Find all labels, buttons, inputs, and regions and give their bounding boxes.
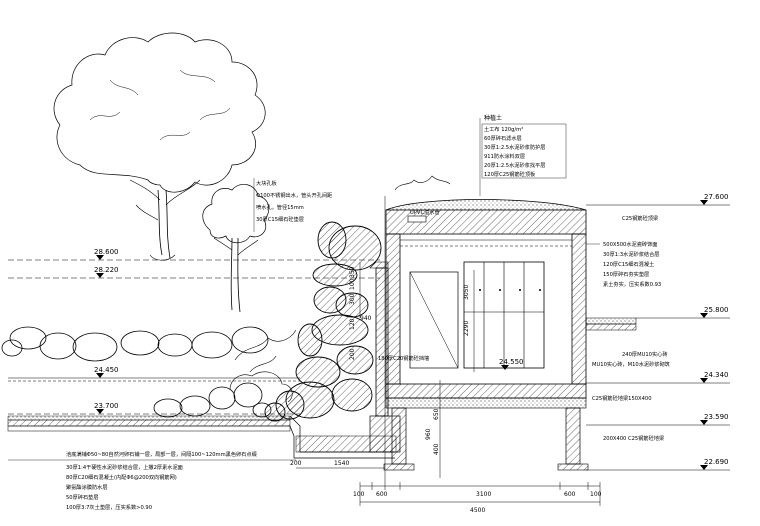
elev-24340: 24.340 [704,371,729,379]
elevation-markers [96,200,708,470]
dim-w600b: 600 [564,491,576,498]
cascade-rocks [264,221,382,422]
footing-note: 200X400 C25钢筋砼地梁 [603,434,664,442]
cascade-notes: 大块孔板 Φ100不锈钢出水，管头开孔间距 喷水孔，管径15mm 30厚C15细… [256,179,332,223]
dim-200b: 200 [290,460,302,467]
pond-note-line: 100厚3:7灰土垫层，压实系数>0.90 [66,503,152,511]
roof-note-line: 120厚C25钢筋砼顶板 [484,170,536,178]
wall-note-line: 150厚碎石夯实垫层 [603,270,649,278]
shrubs [234,175,451,373]
dimension-texts: 350 100 300 120 200 3050 2290 940 650 96… [290,266,602,514]
brick-note: MU10实心砖，M10水泥砂浆砌筑 [592,360,671,368]
cascade-note-line: Φ100不锈钢出水，管头开孔间距 [256,191,332,199]
dim-1540: 1540 [334,460,349,467]
tree-large [53,32,266,261]
dim-200: 200 [349,348,356,360]
beam-note: C25钢筋砼顶梁 [622,214,658,222]
dim-300: 300 [349,293,356,305]
pond-notes: 池底满铺Φ50~80自然河卵石铺一层，局部一层，间隔100~120mm黑色卵石点… [66,450,258,511]
tree-small [202,183,270,313]
dim-w100a: 100 [353,491,365,498]
elev-25800: 25.800 [704,306,729,314]
dim-w100b: 100 [590,491,602,498]
wall-note-line: 30厚1:3水泥砂浆结合层 [603,250,659,258]
dim-960: 960 [425,428,432,440]
wall-note-line: 500X500水泥瓷砖饰面 [603,240,657,248]
roof-notes-title: 种植土 [484,114,502,122]
cascade-note-line: 喷水孔，管径15mm [256,203,304,211]
cascade-note-line: 大块孔板 [256,179,278,187]
right-notes: C25钢筋砼顶梁 500X500水泥瓷砖饰面 30厚1:3水泥砂浆结合层 120… [592,214,671,442]
elev-22690: 22.690 [704,458,729,466]
slab-label: 180厚C20钢筋砼挡墙 [378,354,429,362]
elev-24450: 24.450 [94,366,119,374]
roof-notes: 种植土 土工布 120g/m² 60厚碎石滤水层 30厚1:2.5水泥砂浆防护层… [481,114,567,179]
dim-2290: 2290 [463,321,470,336]
dim-lines [8,118,730,506]
dim-3050: 3050 [463,285,470,300]
roof-note-line: 911防水涂料双层 [484,152,525,160]
dim-400: 400 [433,443,440,455]
wall-note-line: 素土夯实，压实系数0.93 [603,280,661,288]
dim-total: 4500 [470,507,485,514]
pvc-label: UPVC溢水管 [410,208,440,216]
roof-note-line: 20厚1:2.5水泥砂浆找平层 [484,161,545,169]
dim-350: 350 [349,266,356,278]
pond-note-line: 80厚C20细石混凝土(内配Φ6@200双向钢筋网) [66,473,177,481]
pond-note-line: 池底满铺Φ50~80自然河卵石铺一层，局部一层，间隔100~120mm黑色卵石点… [66,450,258,458]
elev-23590: 23.590 [704,413,729,421]
tie-beam-note: 240厚MU10实心砖 [622,350,668,358]
cascade-note-line: 30厚C15细石砼垫层 [256,215,304,223]
roof-note-line: 30厚1:2.5水泥砂浆防护层 [484,143,545,151]
elev-24550: 24.550 [499,358,524,366]
elev-28600: 28.600 [94,248,119,256]
pond-rocks [1,326,293,418]
dim-120: 120 [349,318,356,330]
elev-27600: 27.600 [704,193,729,201]
dim-w600a: 600 [376,491,388,498]
pond-note-line: 30厚1:4干硬性水泥砂浆结合层，上撒2厚素水泥面 [66,463,183,471]
dim-650: 650 [433,408,440,420]
pump-room [383,199,637,471]
pond-note-line: 50厚碎石垫层 [66,493,99,501]
pond-note-line: 聚氨酯涂膜防水层 [66,483,108,491]
dim-100: 100 [349,278,356,290]
wall-note-line: 120厚C15细石混凝土 [603,260,654,268]
ground-beam-note: C25钢筋砼地梁150X400 [592,394,652,402]
dim-940: 940 [360,315,372,322]
dim-w3100: 3100 [476,491,491,498]
roof-note-line: 土工布 120g/m² [484,125,523,133]
elev-28220: 28.220 [94,266,119,274]
elev-23700: 23.700 [94,402,119,410]
roof-note-line: 60厚碎石滤水层 [484,134,522,142]
